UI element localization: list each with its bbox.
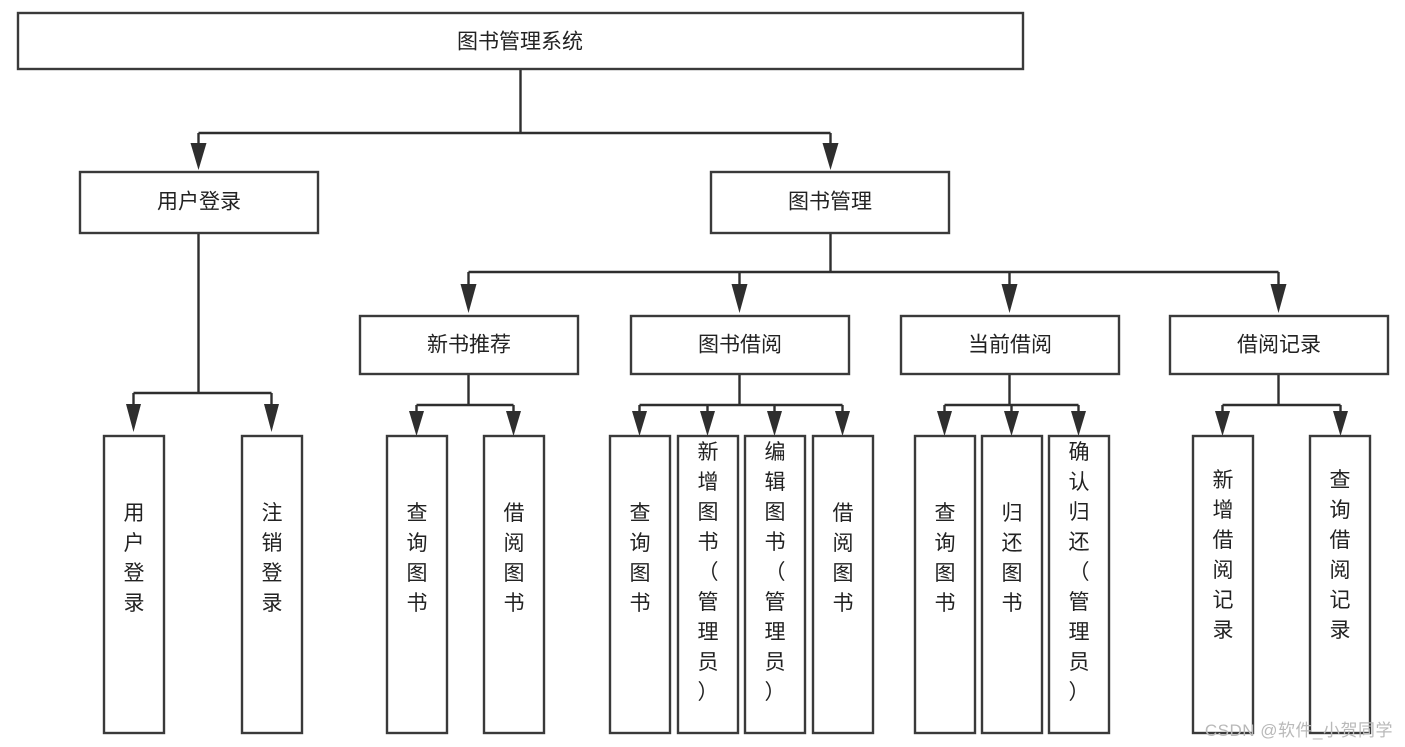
node-current-borrow-label: 当前借阅 bbox=[968, 334, 1052, 357]
node-leaf-confirm-return-label: 确认归还（管理员） bbox=[1069, 441, 1090, 704]
node-leaf-confirm-return[interactable]: 确认归还（管理员） bbox=[1047, 434, 1111, 735]
arrow-head-leaf-query-record bbox=[1333, 411, 1348, 436]
node-book-manage-box[interactable] bbox=[709, 170, 951, 235]
node-root-box[interactable] bbox=[16, 11, 1025, 71]
arrow-head-borrow-record bbox=[1270, 284, 1287, 313]
node-new-book-rec-box[interactable] bbox=[358, 314, 580, 376]
node-leaf-query-book-3-label: 查询图书 bbox=[935, 502, 956, 615]
node-leaf-return-book-box[interactable] bbox=[980, 434, 1044, 735]
arrow-head-leaf-user-login bbox=[126, 404, 141, 432]
arrow-head-leaf-borrow-book-1 bbox=[506, 411, 521, 436]
node-leaf-add-book-box[interactable] bbox=[676, 434, 740, 735]
node-book-manage[interactable]: 图书管理 bbox=[709, 170, 951, 235]
node-leaf-query-record-box[interactable] bbox=[1308, 434, 1372, 735]
node-leaf-user-logout-label: 注销登录 bbox=[262, 502, 283, 615]
node-book-borrow-box[interactable] bbox=[629, 314, 851, 376]
node-leaf-edit-book-label: 编辑图书（管理员） bbox=[765, 441, 786, 704]
node-leaf-user-login-box[interactable] bbox=[102, 434, 166, 735]
node-leaf-query-book-1[interactable]: 查询图书 bbox=[385, 434, 449, 735]
node-leaf-user-logout-box[interactable] bbox=[240, 434, 304, 735]
node-leaf-borrow-book-2-box[interactable] bbox=[811, 434, 875, 735]
node-user-login[interactable]: 用户登录 bbox=[78, 170, 320, 235]
node-leaf-add-record-box[interactable] bbox=[1191, 434, 1255, 735]
csdn-watermark: CSDN @软件_小贺同学 bbox=[1204, 721, 1393, 740]
arrow-head-book-borrow bbox=[731, 284, 748, 313]
node-user-login-label: 用户登录 bbox=[157, 191, 241, 214]
node-leaf-user-logout[interactable]: 注销登录 bbox=[240, 434, 304, 735]
node-leaf-borrow-book-1[interactable]: 借阅图书 bbox=[482, 434, 546, 735]
node-leaf-edit-book[interactable]: 编辑图书（管理员） bbox=[743, 434, 807, 735]
arrow-head-leaf-query-book-3 bbox=[937, 411, 952, 436]
node-new-book-rec[interactable]: 新书推荐 bbox=[358, 314, 580, 376]
node-leaf-query-book-1-box[interactable] bbox=[385, 434, 449, 735]
node-borrow-record[interactable]: 借阅记录 bbox=[1168, 314, 1390, 376]
arrow-head-leaf-confirm-return bbox=[1071, 411, 1086, 436]
arrow-head-user-login bbox=[190, 143, 207, 170]
node-leaf-query-book-2-box[interactable] bbox=[608, 434, 672, 735]
node-leaf-user-login[interactable]: 用户登录 bbox=[102, 434, 166, 735]
node-book-manage-label: 图书管理 bbox=[788, 191, 872, 214]
node-new-book-rec-label: 新书推荐 bbox=[427, 334, 511, 357]
node-book-borrow[interactable]: 图书借阅 bbox=[629, 314, 851, 376]
node-leaf-query-book-2[interactable]: 查询图书 bbox=[608, 434, 672, 735]
node-root-label: 图书管理系统 bbox=[457, 31, 583, 54]
node-current-borrow[interactable]: 当前借阅 bbox=[899, 314, 1121, 376]
node-leaf-borrow-book-1-label: 借阅图书 bbox=[504, 502, 525, 615]
arrow-head-leaf-borrow-book-2 bbox=[835, 411, 850, 436]
arrow-head-new-book-rec bbox=[460, 284, 477, 313]
connector-layer bbox=[126, 69, 1348, 436]
node-leaf-query-book-1-label: 查询图书 bbox=[407, 502, 428, 615]
node-leaf-add-book[interactable]: 新增图书（管理员） bbox=[676, 434, 740, 735]
node-leaf-add-record[interactable]: 新增借阅记录 bbox=[1191, 434, 1255, 735]
node-leaf-query-book-3-box[interactable] bbox=[913, 434, 977, 735]
arrow-head-leaf-query-book-2 bbox=[632, 411, 647, 436]
node-user-login-box[interactable] bbox=[78, 170, 320, 235]
arrow-head-leaf-add-book bbox=[700, 411, 715, 436]
arrow-head-leaf-add-record bbox=[1215, 411, 1230, 436]
arrow-head-leaf-edit-book bbox=[767, 411, 782, 436]
node-leaf-borrow-book-2[interactable]: 借阅图书 bbox=[811, 434, 875, 735]
node-leaf-confirm-return-box[interactable] bbox=[1047, 434, 1111, 735]
node-leaf-query-book-2-label: 查询图书 bbox=[630, 502, 651, 615]
node-leaf-add-record-label: 新增借阅记录 bbox=[1213, 469, 1234, 642]
node-leaf-borrow-book-1-box[interactable] bbox=[482, 434, 546, 735]
node-leaf-query-record[interactable]: 查询借阅记录 bbox=[1308, 434, 1372, 735]
node-current-borrow-box[interactable] bbox=[899, 314, 1121, 376]
node-borrow-record-box[interactable] bbox=[1168, 314, 1390, 376]
node-leaf-add-book-label: 新增图书（管理员） bbox=[698, 441, 719, 704]
node-book-borrow-label: 图书借阅 bbox=[698, 334, 782, 357]
arrow-head-leaf-query-book-1 bbox=[409, 411, 424, 436]
arrow-head-leaf-user-logout bbox=[264, 404, 279, 432]
node-leaf-query-book-3[interactable]: 查询图书 bbox=[913, 434, 977, 735]
arrow-head-current-borrow bbox=[1001, 284, 1018, 313]
arrow-head-leaf-return-book bbox=[1004, 411, 1019, 436]
arrow-head-book-manage bbox=[822, 143, 839, 170]
node-borrow-record-label: 借阅记录 bbox=[1237, 334, 1321, 357]
node-leaf-user-login-label: 用户登录 bbox=[124, 502, 145, 615]
node-leaf-edit-book-box[interactable] bbox=[743, 434, 807, 735]
node-leaf-return-book[interactable]: 归还图书 bbox=[980, 434, 1044, 735]
node-leaf-borrow-book-2-label: 借阅图书 bbox=[833, 502, 854, 615]
node-leaf-return-book-label: 归还图书 bbox=[1002, 502, 1023, 615]
node-root[interactable]: 图书管理系统 bbox=[16, 11, 1025, 71]
node-leaf-query-record-label: 查询借阅记录 bbox=[1330, 469, 1351, 642]
